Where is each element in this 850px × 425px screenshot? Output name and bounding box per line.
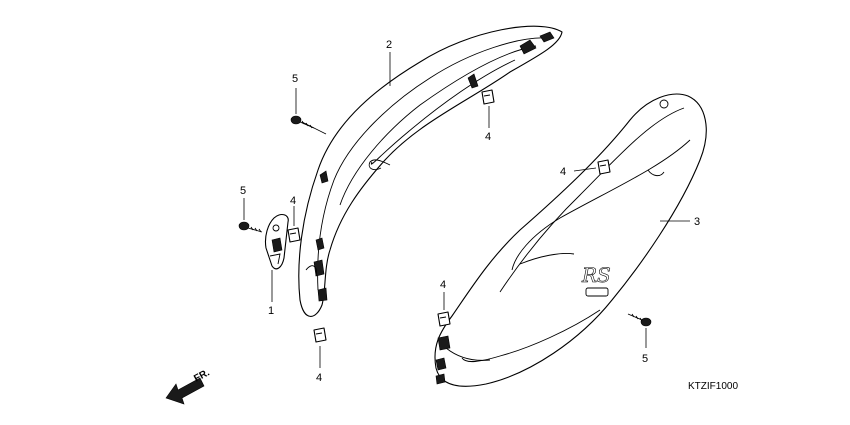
clip-4-c [287, 227, 301, 243]
body-cover-part-2 [298, 25, 563, 317]
screw-5-a [290, 115, 315, 129]
callout-3: 3 [694, 216, 700, 228]
front-direction-label: FR. [192, 367, 212, 384]
screw-5-c [627, 313, 652, 327]
callout-4-center: 4 [440, 279, 446, 291]
leader-lines [243, 52, 690, 368]
clip-4-d [437, 311, 451, 327]
emblem-text: RS [581, 263, 611, 287]
callout-5-right: 5 [642, 353, 648, 365]
clip-4-e [313, 327, 327, 343]
callout-4-left: 4 [290, 195, 296, 207]
front-arrow-icon [165, 377, 205, 405]
screw-5-b [238, 221, 263, 233]
front-direction-indicator: FR. [165, 367, 212, 405]
bracket-part-1 [264, 213, 289, 270]
clip-4-a [481, 89, 495, 105]
callout-5-upper: 5 [292, 73, 298, 85]
callout-5-left: 5 [240, 185, 246, 197]
callout-4-upper: 4 [485, 131, 491, 143]
callout-2: 2 [386, 39, 392, 51]
callout-4-bottom: 4 [316, 372, 322, 384]
diagram-code: KTZIF1000 [688, 381, 738, 392]
side-cover-part-3: RS [434, 93, 707, 387]
callout-1: 1 [268, 305, 274, 317]
clip-4-b [597, 159, 611, 175]
callout-4-right: 4 [560, 166, 566, 178]
